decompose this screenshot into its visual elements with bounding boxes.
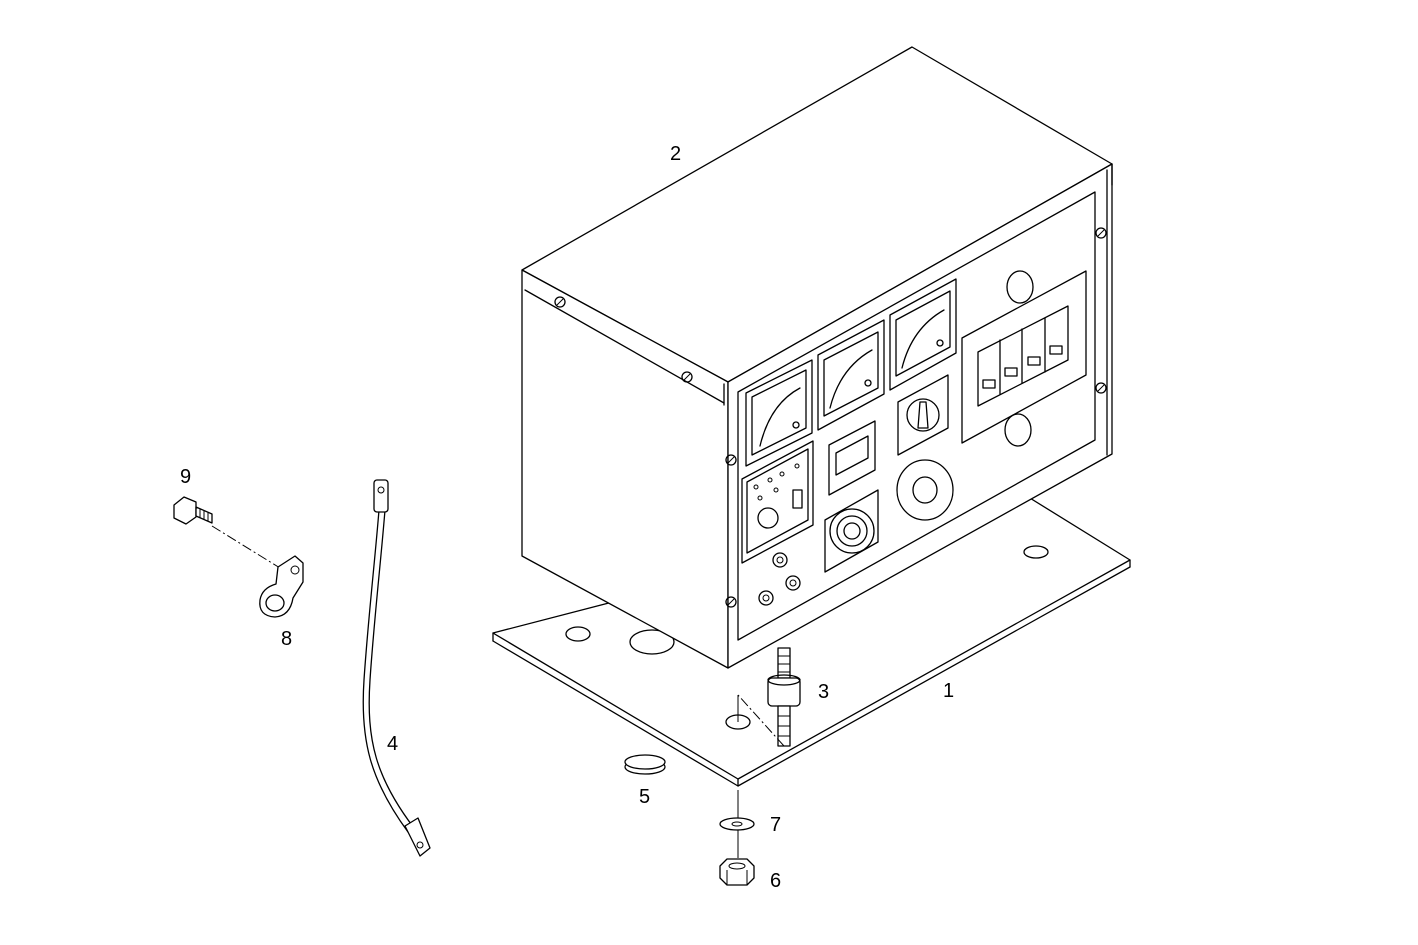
callout-8: 8 [281, 628, 292, 650]
callout-3: 3 [818, 681, 829, 703]
control-cabinet-part-2 [521, 46, 1113, 669]
callout-1: 1 [943, 680, 954, 702]
clamp-part-8 [259, 555, 304, 618]
ring-part-5 [624, 754, 666, 775]
callout-9: 9 [180, 466, 191, 488]
callout-7: 7 [770, 814, 781, 836]
bolt-part-9 [173, 496, 281, 569]
callout-labels: 1 2 3 4 5 6 7 8 9 [180, 143, 954, 892]
rubber-mount-part-3 [737, 647, 801, 747]
callout-6: 6 [770, 870, 781, 892]
ground-cable-part-4 [362, 479, 431, 857]
callout-5: 5 [639, 786, 650, 808]
washer-part-7 [719, 790, 755, 858]
callout-4: 4 [387, 733, 398, 755]
nut-part-6 [719, 858, 755, 886]
callout-2: 2 [670, 143, 681, 165]
